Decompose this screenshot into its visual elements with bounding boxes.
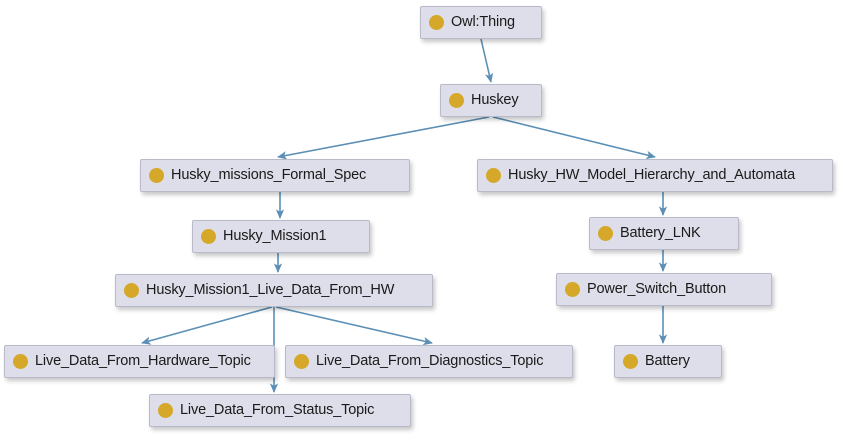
class-node-label: Live_Data_From_Hardware_Topic — [35, 353, 251, 370]
class-node-label: Husky_Mission1_Live_Data_From_HW — [146, 282, 395, 299]
class-node-label: Battery — [645, 353, 690, 370]
class-node-power_switch[interactable]: Power_Switch_Button — [556, 273, 772, 306]
class-node-label: Husky_Mission1 — [223, 228, 327, 245]
class-node-label: Battery_LNK — [620, 225, 701, 242]
owl-class-circle-icon — [294, 354, 309, 369]
owl-class-circle-icon — [449, 93, 464, 108]
edge-owl_thing-to-huskey — [480, 38, 494, 83]
class-node-status_topic[interactable]: Live_Data_From_Status_Topic — [149, 394, 411, 427]
edge-huskey-to-formal_spec — [277, 116, 490, 160]
class-node-label: Live_Data_From_Diagnostics_Topic — [316, 353, 544, 370]
owl-class-circle-icon — [13, 354, 28, 369]
class-node-label: Husky_HW_Model_Hierarchy_and_Automata — [508, 167, 796, 184]
class-node-huskey[interactable]: Huskey — [440, 84, 542, 117]
owl-class-circle-icon — [486, 168, 501, 183]
class-node-battery_lnk[interactable]: Battery_LNK — [589, 217, 739, 250]
owl-class-circle-icon — [623, 354, 638, 369]
owl-class-circle-icon — [565, 282, 580, 297]
class-node-live_data_hw[interactable]: Husky_Mission1_Live_Data_From_HW — [115, 274, 433, 307]
owl-class-circle-icon — [124, 283, 139, 298]
class-node-label: Huskey — [471, 92, 519, 109]
edge-live_data_hw-to-hardware_topic — [141, 306, 273, 345]
class-node-label: Power_Switch_Button — [587, 281, 727, 298]
owl-class-circle-icon — [201, 229, 216, 244]
owl-class-circle-icon — [149, 168, 164, 183]
owl-class-circle-icon — [158, 403, 173, 418]
owl-class-circle-icon — [598, 226, 613, 241]
class-node-owl_thing[interactable]: Owl:Thing — [420, 6, 542, 39]
class-node-mission1[interactable]: Husky_Mission1 — [192, 220, 370, 253]
class-node-battery[interactable]: Battery — [614, 345, 722, 378]
edge-huskey-to-hw_model — [492, 116, 656, 159]
class-node-formal_spec[interactable]: Husky_missions_Formal_Spec — [140, 159, 410, 192]
class-node-label: Live_Data_From_Status_Topic — [180, 402, 375, 419]
class-node-hw_model[interactable]: Husky_HW_Model_Hierarchy_and_Automata — [477, 159, 833, 192]
class-node-diag_topic[interactable]: Live_Data_From_Diagnostics_Topic — [285, 345, 573, 378]
class-node-hardware_topic[interactable]: Live_Data_From_Hardware_Topic — [4, 345, 275, 378]
class-node-label: Husky_missions_Formal_Spec — [171, 167, 367, 184]
class-node-label: Owl:Thing — [451, 14, 515, 31]
edge-live_data_hw-to-diag_topic — [275, 306, 433, 346]
owl-class-circle-icon — [429, 15, 444, 30]
